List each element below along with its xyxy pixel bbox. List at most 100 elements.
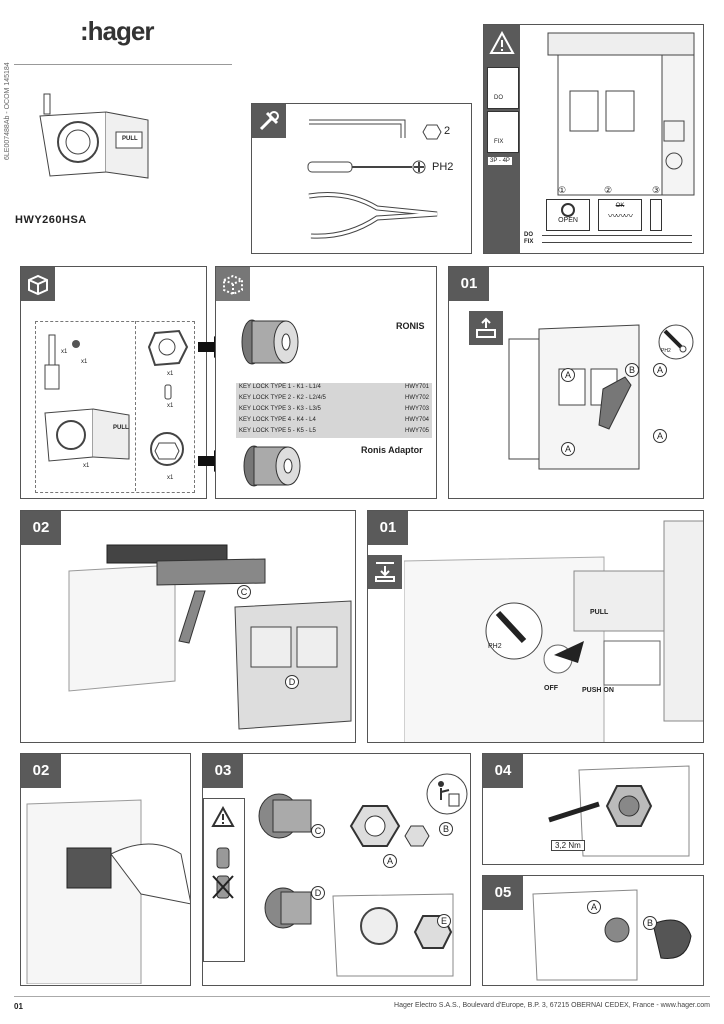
lock-assembly-diagram	[258, 793, 454, 977]
step-number: 03	[203, 754, 243, 788]
nut-tightening-diagram	[548, 765, 690, 857]
table-row: KEY LOCK TYPE 1 - K1 - L1/4 HWY701	[236, 383, 432, 394]
footer-address: Hager Electro S.A.S., Boulevard d'Europe…	[394, 1002, 710, 1009]
breaker-front-diagram	[547, 32, 695, 196]
bracket-fitting-diagram	[532, 889, 692, 981]
legend-line	[542, 235, 692, 236]
ronis-title: RONIS	[396, 321, 425, 331]
screwdriver-zoom-icon	[658, 324, 694, 360]
page-number: 01	[14, 1002, 23, 1011]
step-number: 01	[368, 511, 408, 545]
callout-a: A	[653, 363, 667, 377]
kit-qty-3: x1	[83, 463, 90, 469]
withdraw-icon	[476, 317, 496, 338]
kit-dashed-divider	[135, 321, 136, 491]
product-code: HWY260HSA	[15, 214, 87, 226]
doc-code: 6LE007488Ab - OCOM 145184	[4, 62, 11, 160]
ronis-table: KEY LOCK TYPE 1 - K1 - L1/4 HWY701 KEY LO…	[236, 383, 432, 438]
kit-dashed-frame	[35, 321, 195, 493]
tool-label: PH2	[488, 643, 502, 650]
open-label: OPEN	[558, 217, 578, 224]
ronis-desc: KEY LOCK TYPE 4 - K4 - L4	[239, 417, 316, 423]
off-label: OFF	[544, 685, 558, 692]
fix-label: FIX	[494, 139, 504, 145]
optional-package-icon	[223, 274, 243, 296]
ok-label: OK	[615, 203, 625, 209]
legend-do: DO	[524, 232, 533, 238]
callout-a: A	[383, 854, 397, 868]
pliers-icon	[308, 192, 438, 239]
kit-qty-6: x1	[167, 475, 174, 481]
kit-contents-panel: x1 x1 PULL x1 x1 x1 x1	[20, 266, 207, 499]
table-row: KEY LOCK TYPE 2 - K2 - L2/4/5 HWY702	[236, 394, 432, 405]
box-icon-box	[21, 267, 55, 301]
callout-c: C	[311, 824, 325, 838]
legend-line-2	[542, 242, 692, 243]
warning-step-2: ②	[604, 185, 613, 195]
ronis-ref: HWY705	[404, 428, 429, 434]
step-3-warning-box	[203, 798, 245, 962]
footer-rule	[14, 996, 710, 997]
screwdriver-icon	[307, 161, 412, 173]
callout-a: A	[587, 900, 601, 914]
kit-qty-1: x1	[61, 349, 68, 355]
pole-label: 3P - 4P	[488, 157, 512, 165]
insert-icon	[375, 562, 395, 582]
hex-size-icon	[422, 124, 442, 140]
ronis-desc: KEY LOCK TYPE 2 - K2 - L2/4/5	[239, 395, 326, 401]
callout-d: D	[311, 886, 325, 900]
hex-key-size: 2	[444, 125, 451, 137]
kit-pull-label: PULL	[113, 425, 129, 431]
step-5-panel: 05 A B	[482, 875, 704, 986]
ronis-desc: KEY LOCK TYPE 1 - K1 - L1/4	[239, 384, 321, 390]
step-number: 02	[21, 511, 61, 545]
breaker-cover-removal-diagram	[68, 544, 352, 730]
phillips-icon	[412, 160, 426, 174]
step-4-panel: 04 3,2 Nm	[482, 753, 704, 865]
kit-pin-part	[164, 384, 172, 400]
tools-icon-box	[252, 104, 286, 138]
lever-indicator	[650, 199, 662, 231]
hex-key-icon	[309, 119, 406, 138]
kit-qty-4: x1	[167, 371, 174, 377]
screw-ok-icon	[216, 847, 230, 869]
step-number: 05	[483, 876, 523, 910]
kit-qty-5: x1	[167, 403, 174, 409]
pull-label: PULL	[590, 609, 609, 616]
ronis-panel: RONIS KEY LOCK TYPE 1 - K1 - L1/4 HWY701 …	[215, 266, 437, 499]
kit-screw-part	[72, 340, 80, 348]
step-2b-panel: 02	[20, 753, 191, 986]
breaker-closeup-diagram	[404, 520, 703, 742]
breaker-insert-diagram	[26, 799, 190, 984]
screwdriver-type: PH2	[432, 161, 454, 173]
callout-b: B	[439, 822, 453, 836]
step-number: 04	[483, 754, 523, 788]
callout-d: D	[285, 675, 299, 689]
step-1b-panel: 01 PULL OFF PUSH ON PH2	[367, 510, 704, 743]
torque-value: 3,2 Nm	[551, 840, 585, 851]
kit-qty-2: x1	[81, 359, 88, 365]
step-number: 01	[449, 267, 489, 301]
callout-a: A	[561, 442, 575, 456]
callout-e: E	[437, 914, 451, 928]
ronis-ref: HWY701	[404, 384, 429, 390]
do-box	[487, 67, 519, 109]
ronis-lock-illustration	[241, 319, 299, 365]
kit-bracket-part	[147, 329, 189, 367]
fix-box	[487, 111, 519, 153]
open-indicator: OPEN	[546, 199, 590, 231]
tool-label: PH2	[661, 348, 671, 354]
table-row: KEY LOCK TYPE 4 - K4 - L4 HWY704	[236, 416, 432, 427]
callout-c: C	[237, 585, 251, 599]
ronis-ref: HWY704	[404, 417, 429, 423]
callout-a: A	[561, 368, 575, 382]
ronis-desc: KEY LOCK TYPE 3 - K3 - L3/5	[239, 406, 321, 412]
kit-switch-part	[44, 334, 60, 390]
tools-icon	[259, 111, 279, 131]
warning-step-1: ①	[558, 185, 567, 195]
withdraw-icon-box	[469, 311, 503, 345]
tools-panel: 2 PH2	[251, 103, 472, 254]
ronis-ref: HWY702	[404, 395, 429, 401]
